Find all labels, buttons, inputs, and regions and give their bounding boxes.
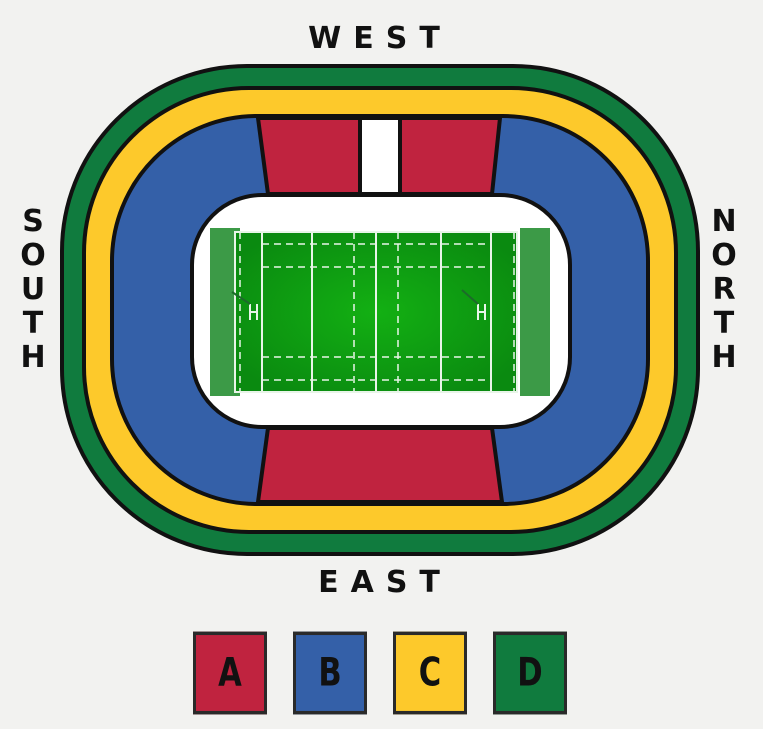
goal-posts-right-icon xyxy=(461,289,486,320)
section-a-east-stand[interactable] xyxy=(255,426,505,504)
direction-label-south: SOUTH xyxy=(20,204,46,375)
legend-label-b: B xyxy=(318,650,342,696)
legend-label-a: A xyxy=(218,650,242,696)
legend-label-d: D xyxy=(517,650,543,696)
legend-label-c: C xyxy=(418,650,442,696)
legend-swatch-a[interactable]: A xyxy=(193,631,267,715)
goal-posts-left-icon xyxy=(231,291,258,320)
direction-label-north: NORTH xyxy=(711,204,737,375)
direction-label-west: WEST xyxy=(308,21,452,56)
pitch-ingoal-right xyxy=(520,228,550,396)
stadium-map xyxy=(60,64,700,556)
legend-swatch-d[interactable]: D xyxy=(493,631,567,715)
section-a-west-stand-left[interactable] xyxy=(255,116,362,196)
west-stand-gap xyxy=(358,116,402,196)
section-a-west-stand-right[interactable] xyxy=(398,116,503,196)
rugby-pitch xyxy=(210,228,550,396)
legend-swatch-c[interactable]: C xyxy=(393,631,467,715)
section-legend: A B C D xyxy=(193,631,567,715)
direction-label-east: EAST xyxy=(318,565,452,600)
legend-swatch-b[interactable]: B xyxy=(293,631,367,715)
